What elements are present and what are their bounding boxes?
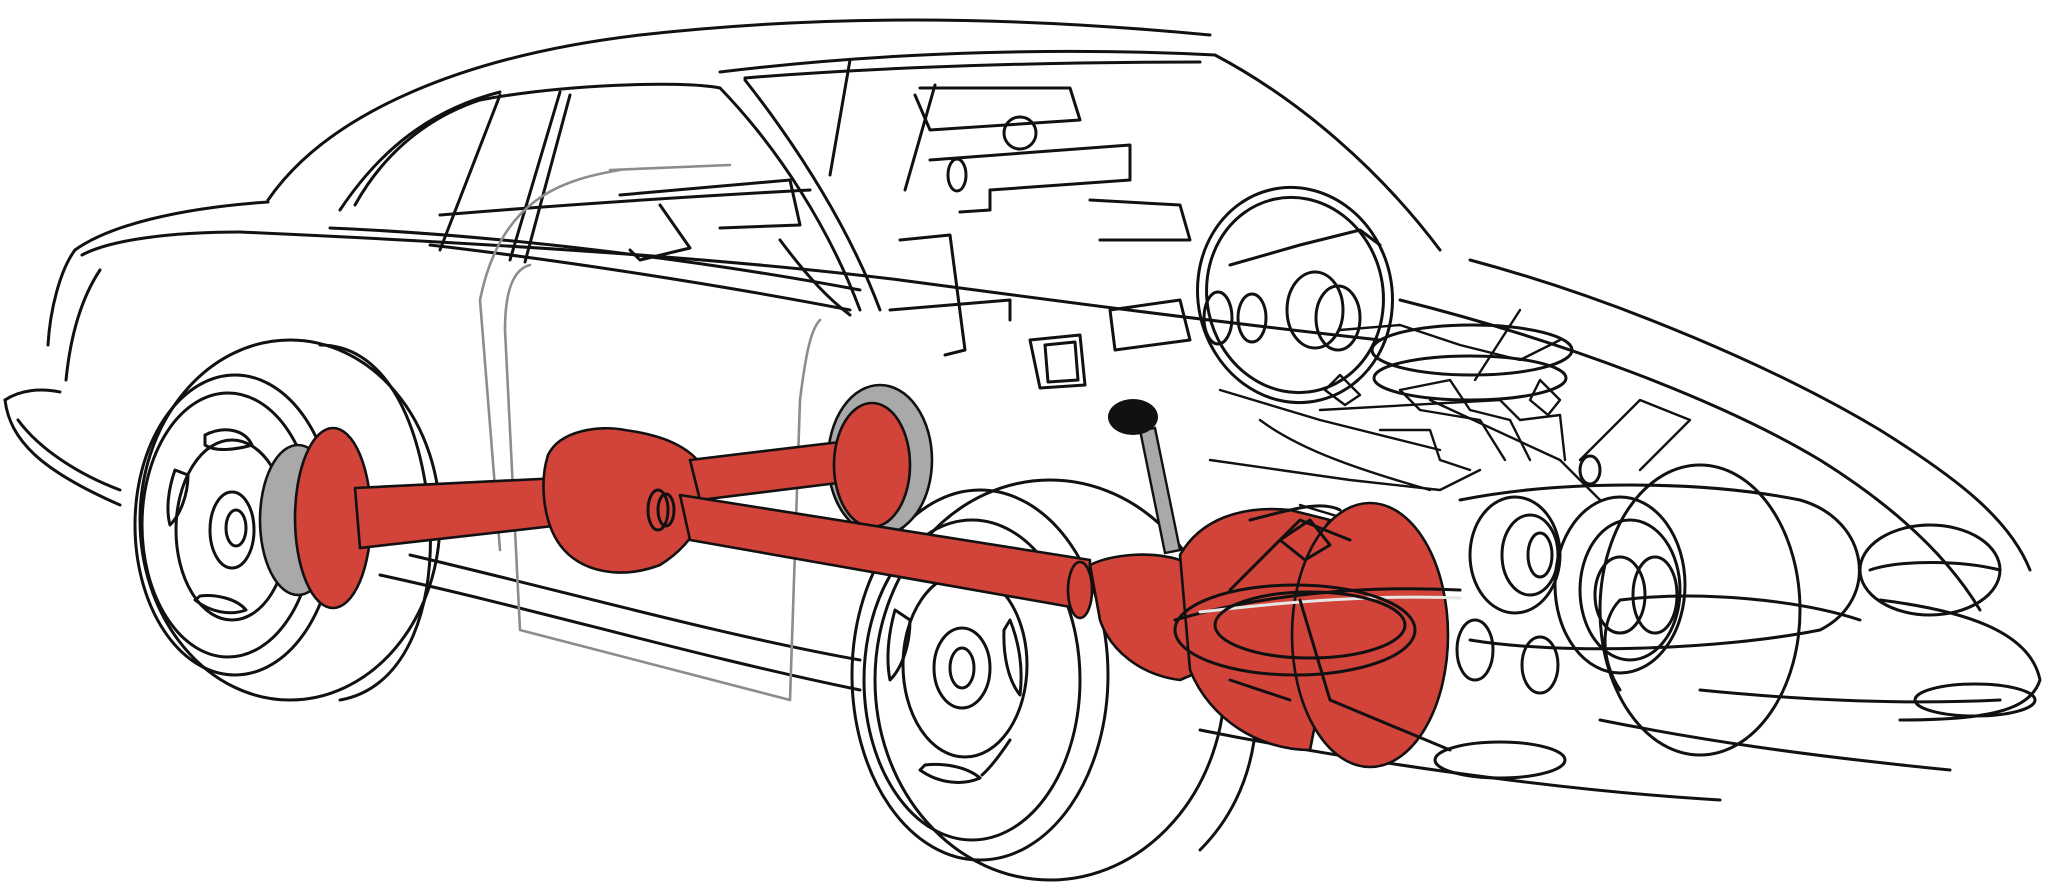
dashboard-interior <box>618 58 1192 390</box>
gear-shifter-icon <box>1108 399 1182 555</box>
steering-wheel <box>1195 185 1395 405</box>
engine-block <box>1208 308 1861 780</box>
car-body-outline <box>3 18 2042 802</box>
windows-and-pillars <box>338 78 882 317</box>
engine-overlay-lines <box>1173 504 1452 752</box>
drivetrain-highlight <box>293 401 1462 769</box>
door-outline <box>478 163 822 702</box>
